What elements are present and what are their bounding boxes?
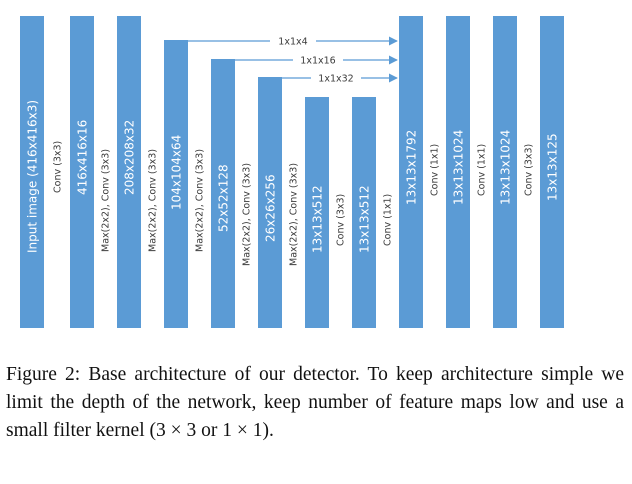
feature-map-blocks [20,16,564,328]
skip-label: 1x1x32 [318,74,353,85]
block-label: 13x13x512 [311,185,325,253]
feature-map-block [211,59,235,328]
feature-map-block [258,77,282,328]
block-label: 13x13x1792 [405,130,419,205]
block-label: 52x52x128 [217,164,231,232]
block-label: Input image (416x416x3) [26,100,40,253]
block-label: 13x13x1024 [452,130,466,205]
feature-map-block [164,40,188,328]
feature-map-block [540,16,564,328]
block-label: 13x13x512 [358,185,372,253]
op-label: Max(2x2), Conv (3x3) [195,149,206,252]
op-label: Max(2x2), Conv (3x3) [148,149,159,252]
block-label: 208x208x32 [123,120,137,195]
skip-connections: 1x1x4 1x1x16 1x1x32 [186,34,398,85]
op-label: Conv (1x1) [477,144,488,196]
feature-map-block [493,16,517,328]
op-label: Max(2x2), Conv (3x3) [289,163,300,266]
skip-label: 1x1x16 [300,56,335,67]
figure-caption: Figure 2: Base architecture of our detec… [6,364,624,441]
feature-map-block [20,16,44,328]
feature-map-block [352,97,376,328]
op-label: Conv (1x1) [430,144,441,196]
feature-map-block [117,16,141,328]
block-label: 416x416x16 [76,120,90,195]
block-label: 26x26x256 [264,174,278,242]
feature-map-block [446,16,470,328]
op-label: Conv (3x3) [53,141,64,193]
feature-map-block [305,97,329,328]
block-label: 13x13x1024 [499,130,513,205]
op-label: Conv (3x3) [336,194,347,246]
skip-label: 1x1x4 [278,37,307,48]
operation-labels: Conv (3x3) Max(2x2), Conv (3x3) Max(2x2)… [53,141,535,266]
op-label: Max(2x2), Conv (3x3) [242,163,253,266]
op-label: Conv (3x3) [524,144,535,196]
op-label: Max(2x2), Conv (3x3) [101,149,112,252]
block-label: 13x13x125 [546,133,560,201]
feature-map-block [399,16,423,328]
feature-map-block [70,16,94,328]
op-label: Conv (1x1) [383,194,394,246]
architecture-diagram: 1x1x4 1x1x16 1x1x32 Input image (416x416… [20,16,564,328]
block-labels: Input image (416x416x3) 416x416x16 208x2… [26,100,560,253]
block-label: 104x104x64 [170,135,184,210]
